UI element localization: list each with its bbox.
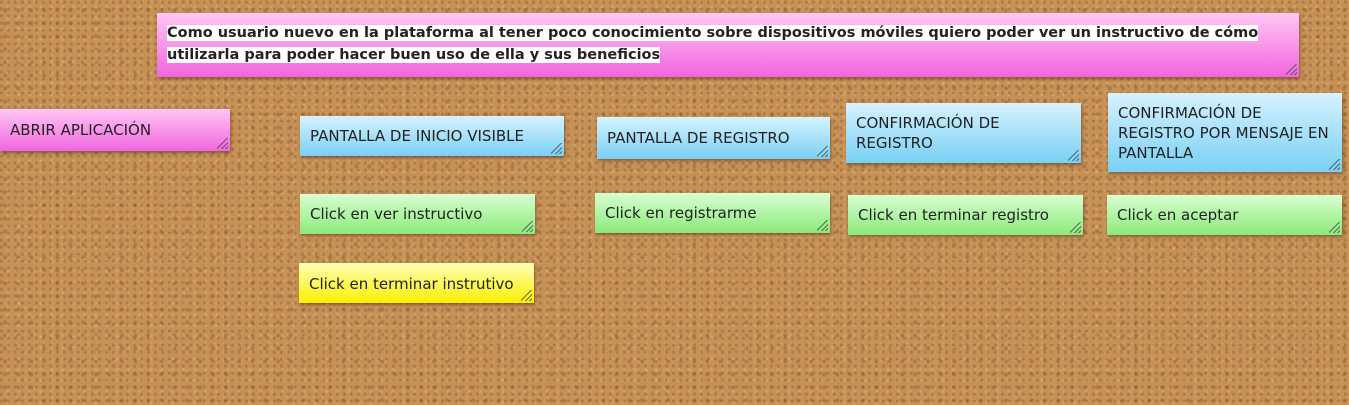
note-text: CONFIRMACIÓN DE REGISTRO POR MENSAJE EN …: [1118, 104, 1329, 162]
sticky-note-click-ver-instructivo[interactable]: Click en ver instructivo: [300, 194, 535, 234]
resize-handle-icon[interactable]: [551, 143, 562, 154]
note-text: PANTALLA DE REGISTRO: [607, 129, 790, 147]
resize-handle-icon[interactable]: [817, 220, 828, 231]
sticky-note-click-aceptar[interactable]: Click en aceptar: [1107, 195, 1342, 235]
sticky-note-click-registrarme[interactable]: Click en registrarme: [595, 193, 830, 233]
resize-handle-icon[interactable]: [521, 290, 532, 301]
sticky-note-pantalla-registro[interactable]: PANTALLA DE REGISTRO: [597, 117, 830, 159]
note-text: PANTALLA DE INICIO VISIBLE: [310, 127, 525, 145]
sticky-note-pantalla-inicio[interactable]: PANTALLA DE INICIO VISIBLE: [300, 116, 564, 156]
user-story-text: Como usuario nuevo en la plataforma al t…: [167, 25, 1259, 63]
note-text: Click en ver instructivo: [310, 205, 483, 223]
resize-handle-icon[interactable]: [1329, 222, 1340, 233]
note-text: Click en registrarme: [605, 204, 757, 222]
sticky-note-confirmacion-registro[interactable]: CONFIRMACIÓN DE REGISTRO: [846, 103, 1081, 163]
note-text: Como usuario nuevo en la plataforma al t…: [167, 22, 1289, 66]
resize-handle-icon[interactable]: [1286, 64, 1297, 75]
resize-handle-icon[interactable]: [522, 221, 533, 232]
sticky-note-confirmacion-mensaje[interactable]: CONFIRMACIÓN DE REGISTRO POR MENSAJE EN …: [1108, 93, 1342, 172]
resize-handle-icon[interactable]: [1070, 222, 1081, 233]
sticky-note-click-terminar-instrutivo[interactable]: Click en terminar instrutivo: [299, 263, 534, 303]
resize-handle-icon[interactable]: [817, 146, 828, 157]
note-text: CONFIRMACIÓN DE REGISTRO: [856, 114, 1000, 152]
resize-handle-icon[interactable]: [217, 138, 228, 149]
note-text: Click en terminar registro: [858, 206, 1049, 224]
sticky-note-abrir-aplicacion[interactable]: ABRIR APLICACIÓN: [0, 109, 230, 151]
note-text: ABRIR APLICACIÓN: [10, 121, 152, 139]
sticky-note-user-story[interactable]: Como usuario nuevo en la plataforma al t…: [157, 13, 1299, 77]
note-text: Click en aceptar: [1117, 206, 1239, 224]
resize-handle-icon[interactable]: [1068, 150, 1079, 161]
resize-handle-icon[interactable]: [1329, 159, 1340, 170]
sticky-note-click-terminar-registro[interactable]: Click en terminar registro: [848, 195, 1083, 235]
note-text: Click en terminar instrutivo: [309, 275, 514, 293]
